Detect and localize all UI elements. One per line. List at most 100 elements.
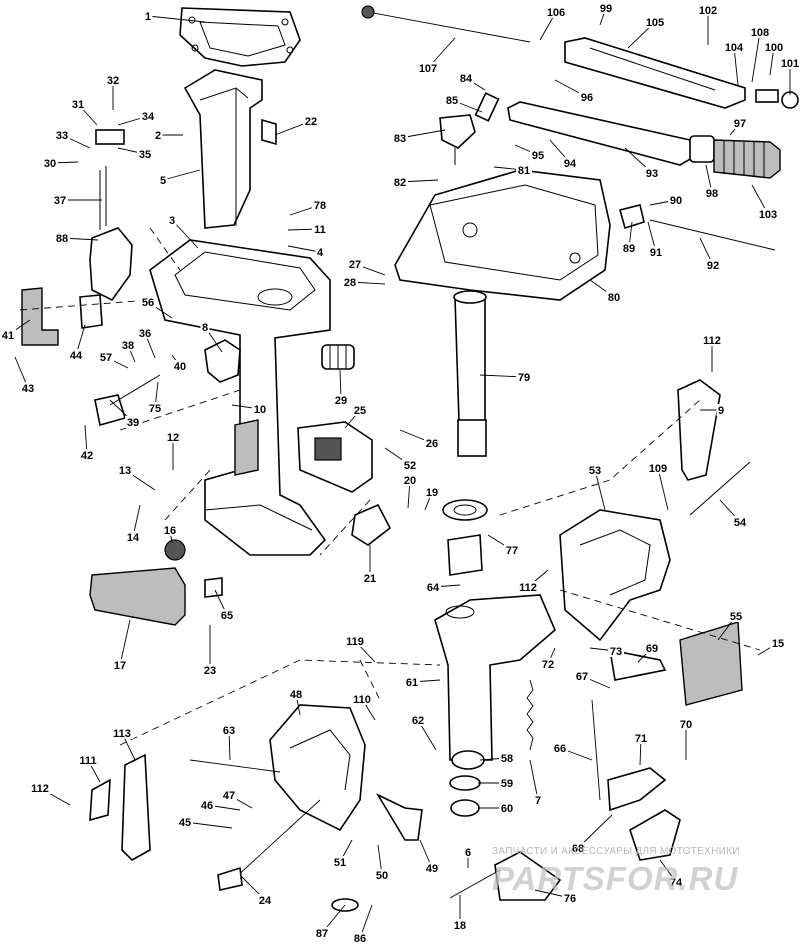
callout-label-bg-6 [463,846,473,858]
callout-label-112: 112 [703,335,721,347]
callout-label-bg-91 [648,246,664,258]
callout-label-bg-57 [98,351,114,363]
part-lower-cover [89,567,186,626]
callout-label-bg-34 [140,110,156,122]
callout-label-bg-53 [587,464,603,476]
part-drive-shaft-housing [149,239,331,556]
callout-label-bg-17 [112,659,128,671]
callout-label-112: 112 [31,783,49,795]
callout-label-bg-32 [105,74,121,86]
callout-label-92: 92 [707,260,719,272]
callout-label-bg-111 [76,754,100,766]
callout-label-35: 35 [139,149,151,161]
callout-label-bg-95 [530,149,546,161]
callout-label-82: 82 [394,177,406,189]
callout-label-bg-99 [598,2,614,14]
callout-label-bg-71 [633,732,649,744]
callout-label-67: 67 [576,671,588,683]
callout-label-93: 93 [646,168,658,180]
callout-label-59: 59 [501,778,513,790]
callout-label-bg-7 [533,794,543,806]
callout-label-bg-107 [416,62,440,74]
callout-label-13: 13 [119,465,131,477]
callout-label-bg-35 [137,148,153,160]
callout-label-68: 68 [572,843,584,855]
callout-label-bg-78 [312,199,328,211]
callout-label-bg-25 [352,404,368,416]
callout-label-58: 58 [501,753,513,765]
callout-label-52: 52 [404,460,416,472]
callout-label-bg-70 [678,718,694,730]
callout-label-103: 103 [759,209,777,221]
callout-label-22: 22 [305,116,317,128]
callout-label-bg-24 [257,894,273,906]
callout-label-84: 84 [460,73,473,85]
callout-label-bg-66 [552,742,568,754]
callout-label-bg-27 [347,258,363,270]
callout-label-57: 57 [100,352,112,364]
callout-label-bg-62 [410,714,426,726]
callout-label-bg-97 [732,117,748,129]
callout-label-bg-28 [342,276,358,288]
callout-label-bg-64 [425,581,441,593]
callout-label-bg-33 [54,129,70,141]
callout-label-90: 90 [670,195,682,207]
callout-leader-109 [657,467,669,511]
callout-label-7: 7 [535,795,541,807]
callout-label-bg-46 [199,799,215,811]
callout-label-bg-93 [644,167,660,179]
callout-label-bg-12 [165,431,181,443]
callout-label-bg-73 [608,645,624,657]
part-stern-bracket [434,594,556,761]
callout-leader-104 [733,46,739,86]
callout-label-111: 111 [79,755,96,767]
callout-label-bg-94 [562,157,578,169]
callout-label-56: 56 [142,297,154,309]
callout-label-74: 74 [670,877,683,889]
callout-label-79: 79 [518,372,530,384]
callout-label-bg-9 [716,404,726,416]
callout-label-bg-42 [79,449,95,461]
callout-label-86: 86 [354,933,366,945]
callout-label-bg-104 [722,41,746,53]
callout-leader-17 [119,619,131,666]
callout-label-12: 12 [167,432,179,444]
callout-label-bg-74 [668,876,684,888]
callout-label-71: 71 [635,733,647,745]
callout-label-80: 80 [608,292,620,304]
callout-label-29: 29 [335,395,347,407]
part-exhaust-housing [183,69,263,229]
callout-label-112: 112 [519,582,537,594]
callout-label-bg-119 [343,635,367,647]
callout-label-bg-54 [732,516,748,528]
callout-label-bg-43 [20,382,36,394]
callout-label-105: 105 [646,17,664,29]
callout-label-bg-11 [312,223,328,235]
callout-leader-4 [287,245,321,253]
callout-label-60: 60 [501,803,513,815]
callout-label-77: 77 [506,545,518,557]
callout-label-72: 72 [542,659,554,671]
callout-label-14: 14 [127,532,140,544]
callout-label-81: 81 [518,165,530,177]
callout-label-bg-48 [288,688,304,700]
callout-label-bg-10 [252,403,268,415]
callout-label-bg-85 [444,94,460,106]
callout-label-99: 99 [600,3,612,15]
callout-label-10: 10 [254,404,266,416]
callout-label-89: 89 [623,243,635,255]
callout-label-75: 75 [149,403,161,415]
callout-label-bg-109 [646,462,670,474]
callout-label-49: 49 [426,863,438,875]
callout-label-bg-112 [700,334,724,346]
watermark-caption: ЗАПЧАСТИ И АКСЕССУАРЫ ДЛЯ МОТОТЕХНИКИ [492,846,740,857]
callout-label-bg-83 [392,132,408,144]
callout-label-38: 38 [122,340,134,352]
callout-label-106: 106 [547,7,565,19]
callout-label-bg-51 [332,856,348,868]
callout-label-bg-3 [167,214,177,226]
callout-label-34: 34 [142,111,155,123]
callout-label-96: 96 [581,92,593,104]
callout-label-27: 27 [349,259,361,271]
